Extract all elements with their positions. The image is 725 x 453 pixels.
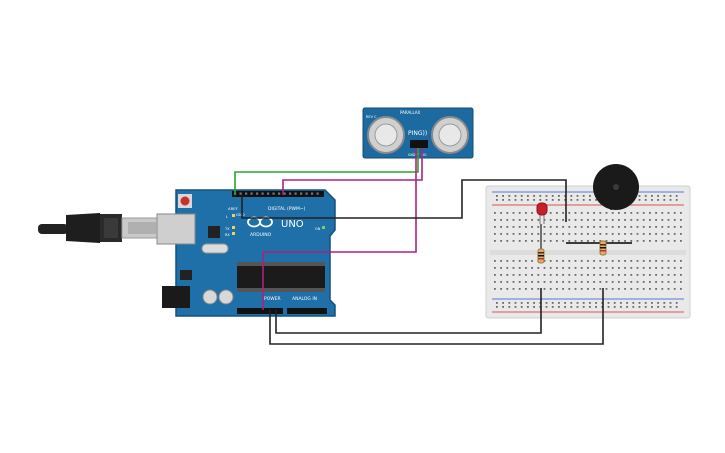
- usb-cable[interactable]: [38, 213, 163, 243]
- breadboard-center-channel: [490, 250, 686, 255]
- capacitor-2: [218, 289, 234, 305]
- resistor-2-band-1: [600, 244, 606, 246]
- wire-magenta-signal[interactable]: [282, 148, 423, 195]
- led-rx-indicator: [232, 232, 235, 235]
- usb-cable-tail: [38, 224, 68, 234]
- resistor-2[interactable]: [599, 240, 607, 256]
- breadboard[interactable]: [485, 185, 691, 319]
- usb-plug-housing: [66, 213, 100, 243]
- power-header-label: POWER: [264, 296, 281, 302]
- resistor-2-band-2: [600, 247, 606, 249]
- usb-chip: [208, 226, 220, 238]
- arduino-logo-text: ARDUINO: [250, 232, 272, 238]
- power-header[interactable]: [237, 308, 283, 314]
- sensor-model-label: PING)): [408, 130, 427, 137]
- sensor-rev-label: REV C: [366, 115, 377, 119]
- resistor-1-band-2: [538, 255, 544, 257]
- led-tx-label: TX: [224, 227, 230, 231]
- led-on-indicator: [322, 226, 325, 229]
- wire-black-gnd-outer[interactable]: [269, 288, 604, 345]
- digital-header-pins: [234, 192, 319, 195]
- led-body: [536, 202, 548, 216]
- buzzer-hole: [613, 184, 619, 190]
- led-l-label: L: [226, 215, 228, 219]
- wire-magenta-power[interactable]: [262, 148, 417, 310]
- capacitor-1: [202, 289, 218, 305]
- analog-header-label: ANALOG IN: [292, 296, 317, 302]
- usb-b-port: [156, 213, 196, 245]
- resistor-2-band-3: [600, 250, 606, 252]
- resistor-1-band-1: [538, 252, 544, 254]
- arduino-uno[interactable]: ARDUINO UNO DIGITAL (PWM~) AREF GND POWE…: [156, 189, 336, 317]
- sensor-brand-label: PARALLAX: [400, 110, 421, 115]
- wire-black-gnd-inner[interactable]: [275, 288, 542, 334]
- led-tx-indicator: [232, 226, 235, 229]
- reset-button-cap: [180, 196, 190, 206]
- wire-green[interactable]: [234, 148, 419, 195]
- sensor-transducer-right-inner: [438, 123, 462, 147]
- usb-connector-inner: [128, 222, 156, 234]
- crystal: [201, 243, 229, 254]
- led-l-indicator: [232, 214, 235, 217]
- analog-header[interactable]: [287, 308, 327, 314]
- usb-plug-grip-detail: [104, 218, 118, 238]
- sensor-pin-gnd-label: GND: [408, 153, 416, 157]
- dc-power-jack: [162, 286, 190, 308]
- sensor-pin-sig-label: SIG: [421, 153, 427, 157]
- atmega-socket-top: [237, 262, 325, 266]
- atmega-socket-bottom: [237, 288, 325, 292]
- digital-header-label: DIGITAL (PWM~): [268, 206, 306, 212]
- gnd-label: GND: [236, 212, 245, 217]
- resistor-1-band-3: [538, 258, 544, 260]
- regulator-chip: [180, 270, 192, 280]
- sensor-pin-header[interactable]: [410, 140, 428, 148]
- wire-black-led[interactable]: [241, 179, 567, 222]
- uno-label: UNO: [281, 219, 304, 230]
- atmega-chip: [237, 266, 325, 288]
- aref-label: AREF: [228, 206, 238, 211]
- resistor-1[interactable]: [537, 248, 545, 264]
- sensor-transducer-left-inner: [374, 123, 398, 147]
- led-on-label: ON: [315, 227, 321, 231]
- ultrasonic-sensor[interactable]: PARALLAX REV C PING)) GND 5V SIG: [362, 107, 474, 159]
- wires: [234, 148, 632, 345]
- led-rx-label: RX: [225, 233, 230, 237]
- piezo-buzzer[interactable]: [593, 164, 639, 210]
- red-led[interactable]: [536, 202, 548, 224]
